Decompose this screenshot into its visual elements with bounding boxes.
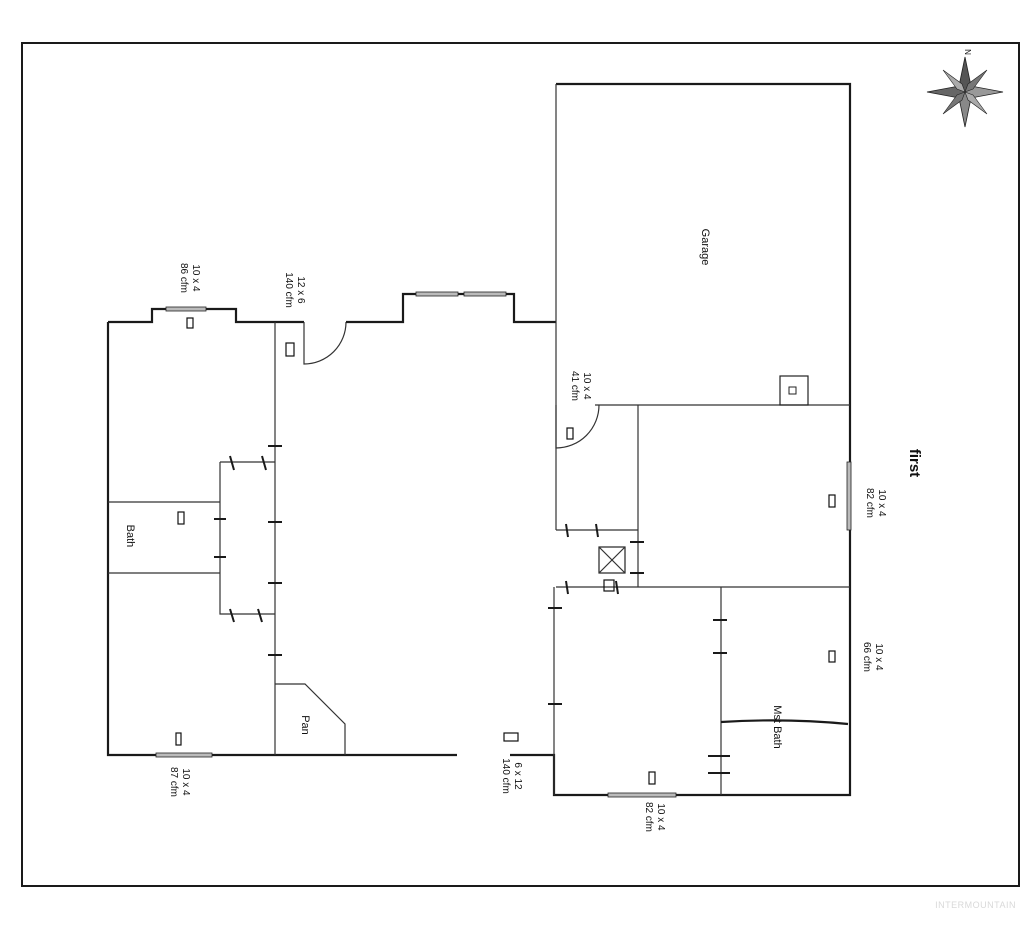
door-ticks: [214, 445, 730, 774]
window-garage-east: [846, 461, 852, 531]
furnace-icon: [598, 546, 626, 574]
vent-label-41: 10 x 4 41 cfm: [569, 371, 592, 401]
vent-label-140-top: 12 x 6 140 cfm: [283, 272, 306, 308]
vent-flow: 41 cfm: [569, 371, 580, 401]
vent-label-86: 10 x 4 86 cfm: [178, 263, 201, 293]
vent-size: 10 x 4: [655, 803, 666, 831]
vent-label-82-garage: 10 x 4 82 cfm: [864, 488, 887, 518]
vent-label-140-bottom: 6 x 12 140 cfm: [500, 758, 523, 794]
entry-door: [303, 321, 347, 365]
window-bedroom-bottom: [155, 752, 213, 758]
vent-flow: 86 cfm: [178, 263, 189, 293]
watermark: INTERMOUNTAIN: [935, 900, 1016, 910]
vent-label-82-master: 10 x 4 82 cfm: [643, 802, 666, 832]
vent-size: 10 x 4: [581, 372, 592, 400]
vent-flow: 140 cfm: [283, 272, 294, 308]
register-icons: [175, 317, 836, 785]
garage-entry-door: [555, 404, 600, 449]
vent-label-66: 10 x 4 66 cfm: [861, 642, 884, 672]
vent-size: 6 x 12: [512, 762, 523, 790]
room-label-pan: Pan: [299, 715, 311, 735]
page-border: [21, 42, 1020, 887]
pantry-walls: [275, 683, 346, 755]
room-label-bath: Bath: [124, 525, 136, 548]
bath-walls: [108, 461, 275, 615]
vent-flow: 82 cfm: [864, 488, 875, 518]
laundry-walls: [556, 405, 850, 588]
vent-flow: 87 cfm: [168, 767, 179, 797]
window-front-a: [415, 291, 459, 297]
room-label-mst-bath: Mst Bath: [771, 705, 783, 748]
master-bath-divider: [720, 719, 849, 726]
water-heater-icon: [779, 375, 809, 406]
compass-north-label: N: [963, 49, 972, 55]
vent-label-87: 10 x 4 87 cfm: [168, 767, 191, 797]
water-heater-inner: [788, 386, 797, 395]
vent-size: 10 x 4: [876, 489, 887, 517]
level-title: first: [906, 449, 923, 477]
vent-size: 12 x 6: [295, 276, 306, 304]
left-wing-west-wall: [106, 322, 457, 757]
vent-flow: 82 cfm: [643, 802, 654, 832]
vent-flow: 140 cfm: [500, 758, 511, 794]
compass-icon: N: [926, 49, 1004, 128]
vent-size: 10 x 4: [180, 768, 191, 796]
window-master-south: [607, 792, 677, 798]
window-bedroom-top: [165, 306, 207, 312]
vent-size: 10 x 4: [873, 643, 884, 671]
front-bump-wall: [346, 292, 556, 324]
garage-walls: [510, 82, 852, 797]
window-front-b: [463, 291, 507, 297]
vent-size: 10 x 4: [190, 264, 201, 292]
vent-flow: 66 cfm: [861, 642, 872, 672]
furnace-diagonal-b: [598, 546, 626, 574]
room-label-garage: Garage: [699, 229, 711, 266]
